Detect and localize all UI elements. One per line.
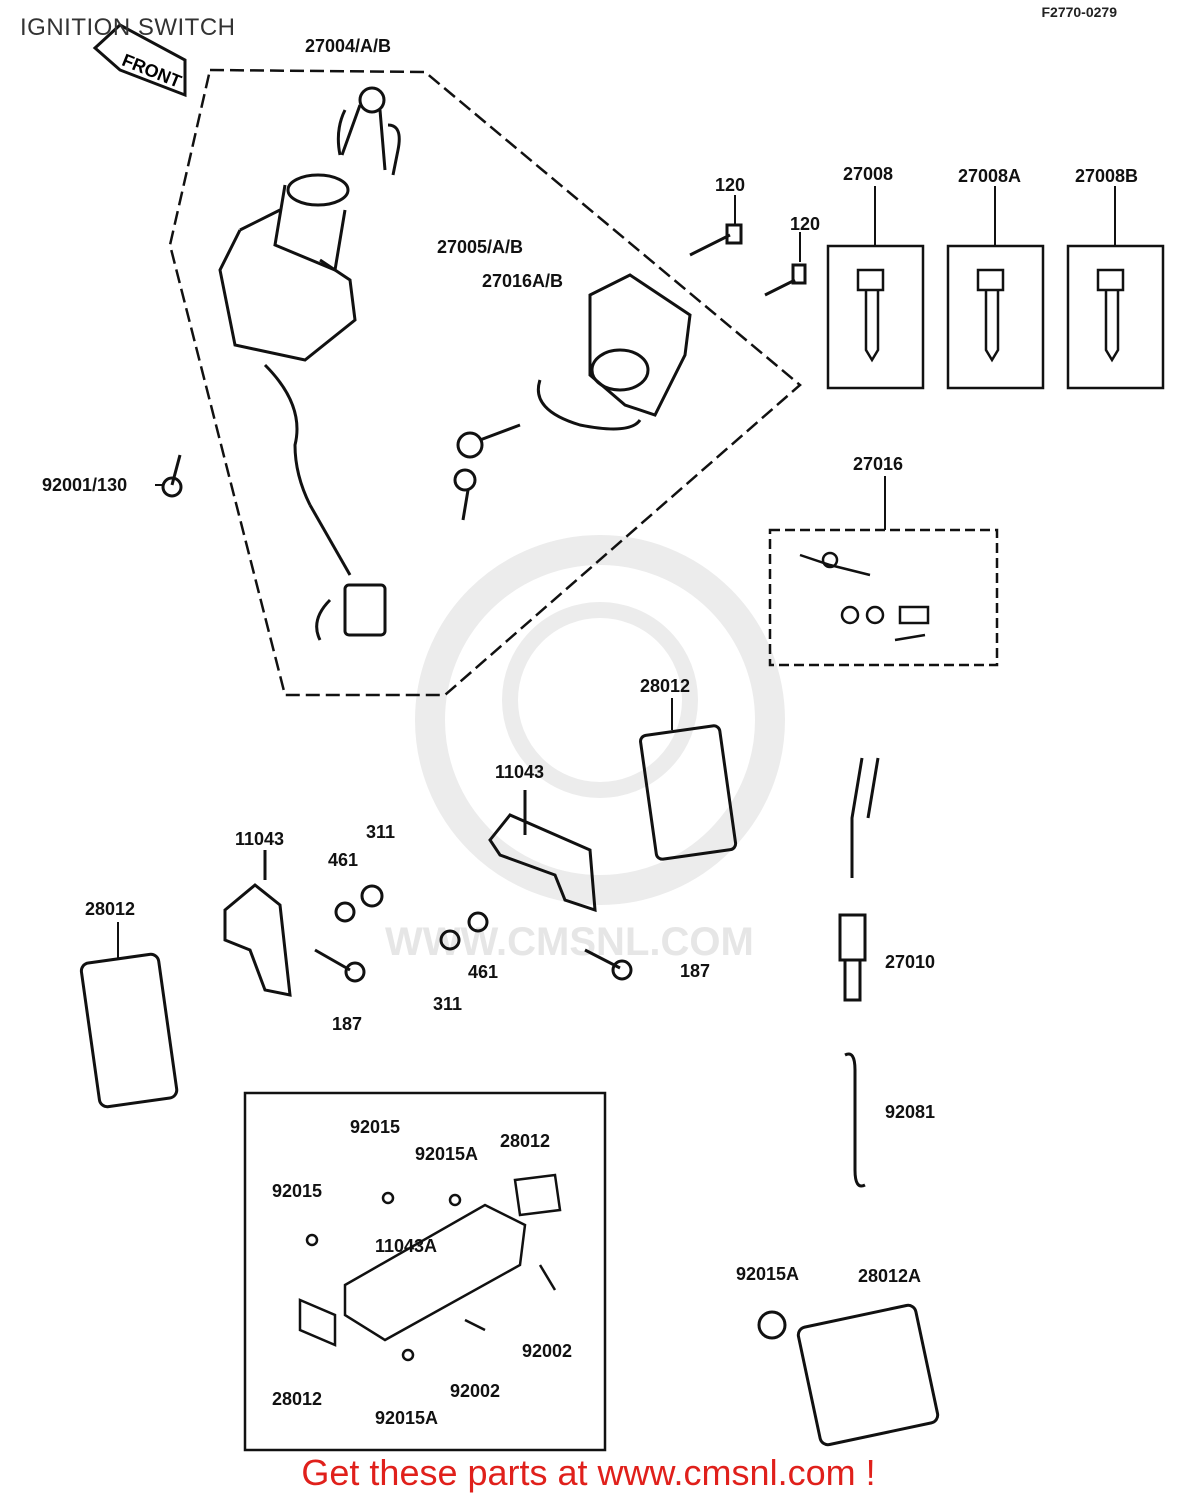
callout-27008a: 27008A [958,166,1021,186]
callout-28012-top: 28012 [640,676,690,696]
seat-lock-27016ab [453,273,692,521]
callout-28012-bottom: 28012 [272,1389,322,1409]
callout-11043-left: 11043 [235,829,284,849]
callout-92081: 92081 [885,1102,935,1122]
keys-27004 [336,86,401,176]
callout-labels: 27004/A/B 27005/A/B 27016A/B 92001/130 1… [42,36,1138,1428]
callout-311-a: 311 [366,822,395,842]
figure-code: F2770-0279 [1041,4,1117,20]
callout-187-a: 187 [332,1014,362,1034]
front-label: FRONT [119,50,184,92]
reflector-28012a [757,1303,940,1447]
callout-27010: 27010 [885,952,935,972]
callout-11043a: 11043A [375,1236,437,1256]
reflector-28012-left [79,952,179,1109]
kit-box-27016 [768,528,999,667]
screws-120 [689,223,807,297]
callout-92015-b: 92015 [272,1181,322,1201]
callout-11043-right: 11043 [495,762,544,782]
callout-92015a-a: 92015A [415,1144,478,1164]
callout-27016: 27016 [853,454,903,474]
bracket-11043-left [223,850,292,997]
callout-27008: 27008 [843,164,893,184]
watermark-text: WWW.CMSNL.COM [385,920,754,964]
reflector-28012-top [639,724,738,861]
switch-27010 [838,757,880,1002]
page-title: IGNITION SWITCH [20,14,236,41]
callout-27016ab: 27016A/B [482,271,563,291]
callout-92015a-b: 92015A [375,1408,438,1428]
callout-120-b: 120 [790,214,820,234]
callout-92015a-c: 92015A [736,1264,799,1284]
lower-bracket-box [243,1091,607,1452]
callout-187-b: 187 [680,961,710,981]
callout-28012-left: 28012 [85,899,135,919]
bracket-11043-right [488,790,597,913]
callout-461-a: 461 [328,850,358,870]
bolt-92001 [161,454,183,498]
callout-461-b: 461 [468,962,498,982]
callout-311-b: 311 [433,994,462,1014]
callout-92002-a: 92002 [522,1341,572,1361]
callout-27008b: 27008B [1075,166,1138,186]
callout-27004: 27004/A/B [305,36,391,56]
callout-92015-a: 92015 [350,1117,400,1137]
watermark: WWW.CMSNL.COM [385,535,785,964]
nuts-washers [334,884,489,951]
bolts-187 [314,948,633,983]
callout-92002-b: 92002 [450,1381,500,1401]
callout-120-a: 120 [715,175,745,195]
callout-28012a: 28012A [858,1266,921,1286]
callout-92001: 92001/130 [42,475,127,495]
ignition-switch-body [218,173,387,641]
key-blank-boxes [826,244,1165,390]
footer-link[interactable]: Get these parts at www.cmsnl.com ! [301,1452,876,1493]
spring-92081 [844,1052,866,1188]
callout-27005: 27005/A/B [437,237,523,257]
callout-28012-box: 28012 [500,1131,550,1151]
